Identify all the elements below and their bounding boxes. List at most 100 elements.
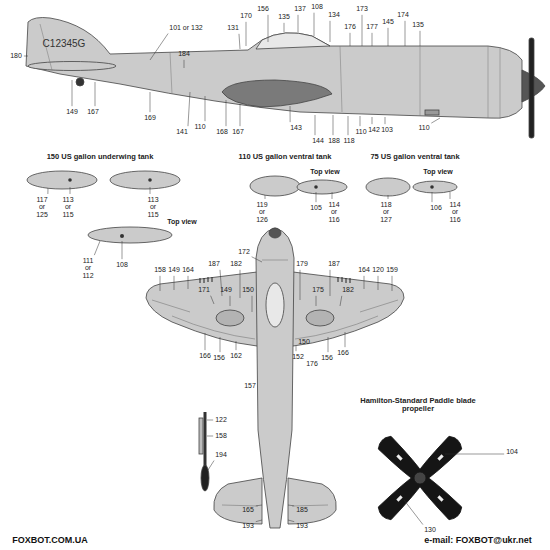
leader-line — [150, 33, 168, 60]
side-fuselage — [26, 18, 522, 119]
leader-line — [240, 104, 241, 126]
leader-line — [332, 192, 333, 199]
leader-line — [252, 257, 262, 262]
callout-number: 167 — [87, 108, 99, 116]
leader-line — [288, 520, 294, 522]
callout-number: 174 — [397, 11, 409, 19]
leader-line — [378, 276, 379, 290]
callout-number: 105 — [310, 204, 322, 212]
leader-line — [392, 276, 393, 291]
callout-number: 185 — [296, 506, 308, 514]
leader-line — [372, 33, 373, 46]
callout-number: 110 — [194, 123, 205, 131]
leader-line — [330, 21, 331, 42]
leader-line — [188, 276, 189, 289]
leader-line — [94, 241, 100, 255]
gear-door — [199, 418, 203, 454]
leader-line — [268, 15, 269, 42]
section-title: Hamilton-Standard Paddle blade propeller — [359, 397, 477, 414]
callout-number: 135 — [412, 21, 424, 29]
callout-number: 108 — [116, 261, 128, 269]
section-title: 110 US gallon ventral tank — [239, 153, 332, 161]
leader-line — [230, 296, 231, 306]
callout-number: 168 — [216, 128, 228, 136]
callout-number: 166 — [199, 352, 211, 360]
callout-number: 113 or 115 — [62, 196, 73, 218]
leader-line — [345, 332, 346, 347]
callout-number: 169 — [144, 114, 156, 122]
callout-number: 187 — [208, 260, 220, 268]
callout-number: 110 — [418, 124, 429, 132]
leader-line — [350, 33, 351, 46]
leader-line — [211, 296, 214, 304]
leader-line — [207, 436, 213, 437]
serial-marking: C12345G — [43, 38, 86, 49]
callout-number: 182 — [342, 286, 354, 294]
callout-number: 152 — [292, 353, 304, 361]
callout-number: 156 — [213, 354, 225, 362]
callout-number: 158 — [154, 266, 166, 274]
callout-number: 187 — [328, 260, 340, 268]
leader-line — [122, 241, 123, 259]
ventral-tank-top — [297, 180, 347, 194]
callout-number: 156 — [257, 5, 269, 13]
leader-line — [328, 337, 329, 352]
callout-number: 118 or 127 — [380, 201, 392, 223]
leader-line — [348, 116, 349, 135]
leader-line — [256, 505, 262, 507]
callout-number: 104 — [506, 448, 518, 456]
top-canopy — [266, 283, 284, 327]
callout-number: 193 — [296, 522, 308, 530]
gun-barrels — [200, 277, 350, 283]
callout-number: 117 or 125 — [36, 196, 48, 218]
leader-line — [450, 192, 451, 199]
leader-line — [184, 60, 185, 68]
top-spinner — [269, 228, 281, 238]
leader-line — [246, 22, 247, 46]
leader-line — [70, 187, 71, 194]
callout-number: 156 — [321, 354, 333, 362]
callout-number: 114 or 116 — [449, 201, 460, 223]
callout-number: 177 — [366, 23, 378, 31]
leader-line — [208, 461, 214, 470]
underwing-tank-top — [88, 227, 172, 243]
leader-line — [252, 296, 253, 312]
leader-line — [284, 23, 285, 32]
callout-number: 110 — [355, 128, 366, 136]
gear-strut — [204, 412, 207, 466]
callout-number: 149 — [168, 266, 180, 274]
leader-line — [385, 117, 386, 124]
side-stabilizer — [28, 62, 116, 71]
callout-number: 114 or 116 — [328, 201, 339, 223]
callout-number: 134 — [328, 11, 340, 19]
leader-line — [360, 116, 361, 126]
callout-number: 150 — [242, 286, 254, 294]
leader-line — [420, 31, 421, 46]
leader-line — [95, 82, 96, 106]
control-surface-lines — [152, 260, 398, 506]
leader-line — [150, 187, 151, 194]
callout-number: 141 — [176, 128, 188, 136]
callout-number: 101 or 132 — [169, 24, 202, 32]
callout-number: 162 — [230, 352, 242, 360]
callout-number: 145 — [382, 18, 394, 26]
leader-line — [362, 15, 363, 46]
underwing-tank-side — [27, 171, 97, 189]
leader-line — [160, 276, 161, 291]
callout-number: 164 — [182, 266, 194, 274]
callout-number: 149 — [220, 286, 232, 294]
leader-line — [205, 333, 206, 350]
callout-number: 113 or 115 — [147, 196, 158, 218]
callout-number: 158 — [215, 432, 227, 440]
callout-number: 130 — [424, 526, 436, 534]
ventral-tank-side — [366, 178, 410, 196]
section-title: 150 US gallon underwing tank — [47, 153, 154, 161]
callout-number: 164 — [358, 266, 370, 274]
callout-number: 150 — [298, 338, 310, 346]
wheel-well — [216, 310, 244, 326]
leader-line — [372, 117, 373, 124]
leader-line — [388, 195, 389, 199]
leader-line — [226, 100, 227, 126]
callout-number: 176 — [344, 23, 356, 31]
underwing-tank-side — [110, 171, 180, 189]
